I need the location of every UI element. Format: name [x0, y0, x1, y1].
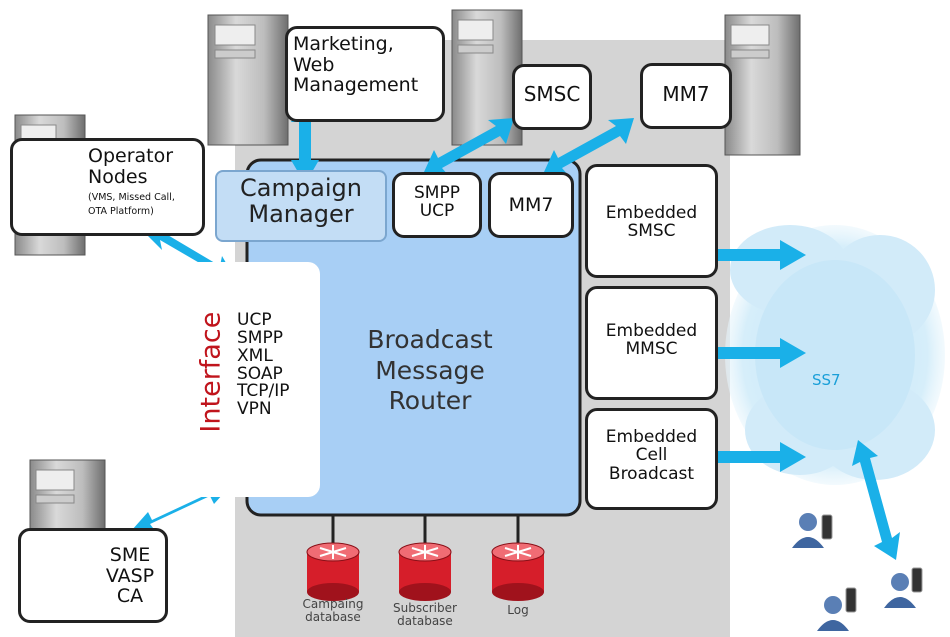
router-label: Broadcast Message Router [367, 325, 493, 415]
ss7-cloud [725, 225, 945, 485]
interface-protocols: UCP SMPP XML SOAP TCP/IP VPN [237, 310, 290, 420]
server-tower-icon [724, 14, 801, 156]
embedded-smsc-box [585, 164, 718, 278]
embedded-mmsc-label: Embedded MMSC [605, 321, 698, 360]
marketing-web-management-box [285, 26, 445, 122]
ss7-label: SS7 [812, 371, 841, 389]
interface-title: Interface [195, 311, 227, 433]
campaign-database-label: Campaing database [302, 597, 364, 624]
subscriber-database-icon [398, 542, 452, 601]
operator-nodes-box [10, 138, 205, 236]
sme-vasp-ca-label: SME VASP CA [105, 544, 155, 608]
embedded-mmsc-box [585, 286, 718, 400]
mm7-internal-label: MM7 [508, 194, 554, 216]
operator-nodes-label: Operator Nodes (VMS, Missed Call, OTA Pl… [88, 145, 175, 218]
smpp-ucp-label: SMPP UCP [414, 183, 460, 222]
log-database-icon [491, 542, 545, 601]
server-tower-icon [207, 14, 289, 146]
marketing-label: Marketing, Web Management [293, 33, 419, 97]
embedded-smsc-label: Embedded SMSC [605, 203, 698, 242]
log-database-label: Log [507, 603, 529, 617]
embedded-cell-broadcast-box [585, 408, 718, 510]
sme-vasp-ca-box [18, 528, 168, 623]
subscriber-database-label: Subscriber database [393, 601, 457, 628]
smpp-ucp-box [392, 172, 482, 238]
campaign-database-icon [306, 542, 360, 601]
mobile-user-icon [792, 513, 833, 548]
interface-panel [185, 262, 320, 497]
smsc-label: SMSC [523, 82, 581, 106]
mobile-user-icon [817, 587, 857, 631]
mm7-external-label: MM7 [662, 82, 710, 106]
campaign-manager-box [215, 170, 387, 242]
smsc-box [512, 64, 592, 130]
embedded-cell-broadcast-label: Embedded Cell Broadcast [605, 427, 698, 484]
mm7-external-box [640, 63, 732, 129]
mm7-internal-box [488, 172, 574, 238]
mobile-user-icon [884, 567, 923, 608]
campaign-manager-label: Campaign Manager [240, 174, 362, 228]
